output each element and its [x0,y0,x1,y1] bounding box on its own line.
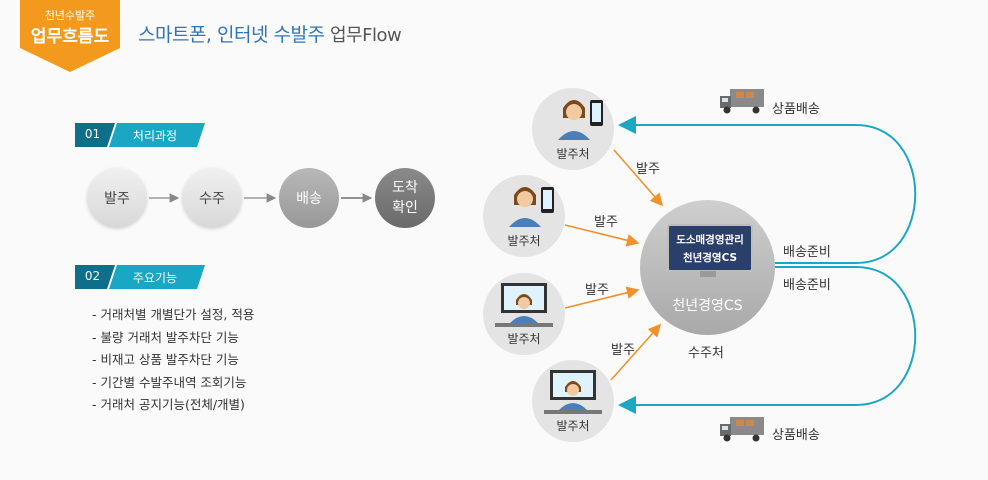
customer-node: 발주처 [532,360,614,442]
section-header-shape [75,123,205,147]
customer-node: 발주처 [483,273,565,355]
truck-icon [718,414,768,444]
order-label: 발주 [594,215,618,230]
customer-label: 발주처 [556,419,590,433]
feature-item: - 거래처 공지기능(전체/개별) [92,397,245,412]
order-arrow [610,323,662,381]
feature-item: - 기간별 수발주내역 조회기능 [92,374,247,390]
section-number: 02 [84,269,101,283]
person-laptop-icon [495,283,553,327]
customer-label: 발주처 [507,332,541,346]
badge-line2: 업무흐름도 [30,27,110,47]
feature-item: - 불량 거래처 발주차단 기능 [92,329,239,345]
truck-icon [718,86,768,116]
step-arrival-confirm: 도착 확인 [375,168,435,228]
monitor-stand [700,271,716,277]
person-laptop-icon [544,370,602,414]
delivery-label: 상품배송 [772,102,820,117]
person-phone-icon [558,100,603,140]
screen-line2: 천년경영CS [682,252,738,264]
badge-line1: 천년수발주 [44,9,96,22]
ready-label: 배송준비 [783,278,831,293]
feature-list: - 거래처별 개별단가 설정, 적용 - 불량 거래처 발주차단 기능 - 비재… [92,304,254,417]
title-badge: 천년수발주 업무흐름도 [20,0,120,72]
step-order: 발주 [87,168,147,228]
ready-label: 배송준비 [783,245,831,260]
badge-shape [20,0,120,72]
order-label: 발주 [585,283,609,298]
center-name: 천년경영CS [672,298,743,314]
section-number: 01 [84,127,101,141]
step-receive: 수주 [182,168,242,228]
page-title: 스마트폰, 인터넷 수발주 업무Flow [138,20,402,47]
section-label: 주요기능 [132,271,178,285]
screen-line1: 도소매경영관리 [676,234,744,246]
feature-item: - 비재고 상품 발주차단 기능 [92,352,239,367]
page-title-sub: 업무Flow [329,25,402,46]
customer-node: 발주처 [532,88,614,170]
center-system-node: 도소매경영관리 천년경영CS 천년경영CS [640,200,775,335]
section-label: 처리과정 [132,129,178,143]
step-delivery: 배송 [279,168,339,228]
person-phone-icon [509,187,554,227]
customer-label: 발주처 [556,147,590,161]
order-arrow [613,149,664,207]
feature-item: - 거래처별 개별단가 설정, 적용 [92,307,255,322]
delivery-flow-bottom [618,266,917,414]
customer-node: 발주처 [483,175,565,257]
receiver-label: 수주처 [688,346,724,361]
section-process-header: 01 처리과정 [75,123,205,147]
section-features-header: 02 주요기능 [75,265,205,289]
order-label: 발주 [611,343,635,358]
order-arrow [564,224,640,247]
page-title-main: 스마트폰, 인터넷 수발주 [138,24,325,46]
section-header-shape [75,265,205,289]
order-arrow [564,286,640,309]
order-label: 발주 [636,162,660,177]
delivery-flow-top [618,116,917,264]
delivery-label: 상품배송 [772,428,820,443]
customer-label: 발주처 [507,234,541,248]
monitor-screen: 도소매경영관리 천년경영CS [667,224,753,272]
